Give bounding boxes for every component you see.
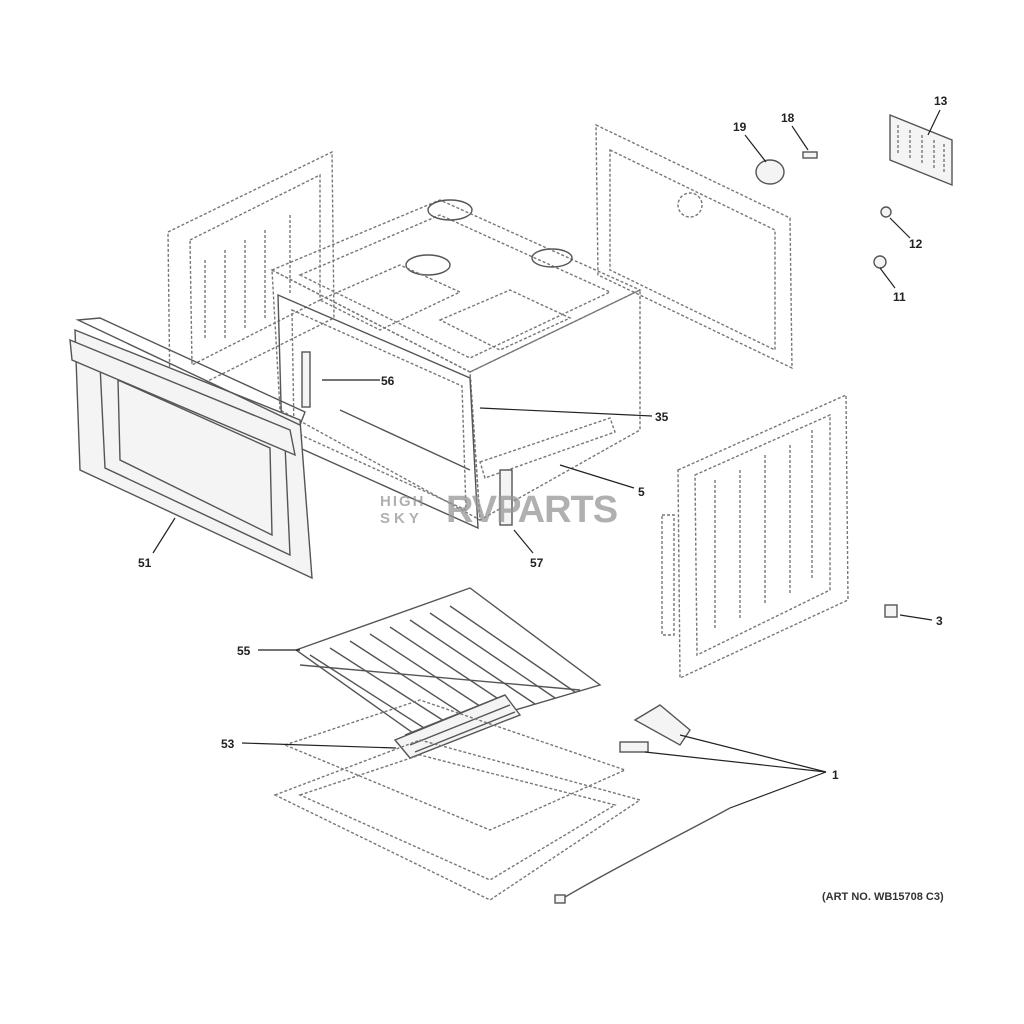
- callout-12: 12: [909, 237, 923, 251]
- rear-panel: [595, 123, 793, 370]
- watermark-high: HIGH: [380, 493, 426, 510]
- art-number: (ART NO. WB15708 C3): [822, 891, 944, 903]
- leader-lines: [152, 109, 941, 809]
- oven-bottom: [273, 699, 642, 901]
- watermark-brand: RVPARTS: [446, 489, 618, 531]
- knob-19: [755, 159, 785, 185]
- rack-slide: [301, 351, 616, 526]
- callout-11: 11: [893, 290, 906, 304]
- front-frame: [277, 293, 479, 530]
- small-parts: [554, 113, 953, 904]
- callout-labels: 19 18 13 12 11 56 35 5 57 51 55 53 3 1: [138, 94, 948, 782]
- callout-53: 53: [221, 737, 235, 751]
- vent-13: [889, 113, 953, 187]
- callout-35: 35: [655, 410, 669, 424]
- callout-19: 19: [733, 120, 747, 134]
- igniter-bracket: [633, 704, 691, 746]
- callout-13: 13: [934, 94, 948, 108]
- callout-18: 18: [781, 111, 795, 125]
- right-side-panel: [661, 393, 849, 680]
- bulb-18: [802, 151, 818, 159]
- callout-3: 3: [936, 614, 943, 628]
- callout-51: 51: [138, 556, 152, 570]
- oven-cavity: [270, 199, 642, 522]
- callout-1: 1: [832, 768, 839, 782]
- bake-element: [393, 694, 522, 759]
- oven-rack: [294, 587, 602, 739]
- callout-57: 57: [530, 556, 544, 570]
- watermark-sky: SKY: [380, 510, 423, 527]
- callout-55: 55: [237, 644, 251, 658]
- callout-5: 5: [638, 485, 645, 499]
- oven-door: [69, 317, 313, 580]
- callout-56: 56: [381, 374, 395, 388]
